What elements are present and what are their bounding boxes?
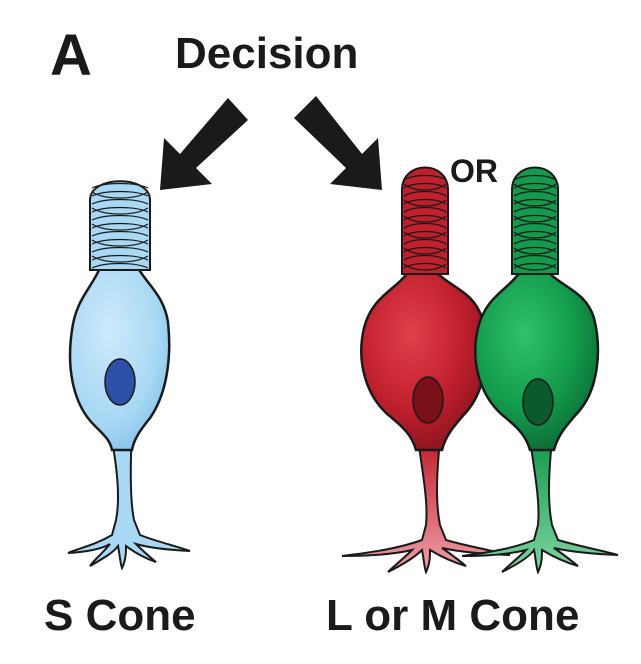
or-label: OR xyxy=(450,153,498,189)
left-arrow-icon xyxy=(160,98,248,190)
m-cone-disc-stack xyxy=(513,174,557,271)
s-cone-axon xyxy=(67,429,191,571)
m-cone-outer-segment xyxy=(511,166,559,275)
l-cone-disc-stack xyxy=(403,174,447,271)
l-cone-outer-segment xyxy=(401,166,449,275)
l-or-m-cone-label: L or M Cone xyxy=(326,591,579,640)
decision-title: Decision xyxy=(175,29,358,78)
s-cone-cell xyxy=(67,180,191,571)
l-cone-nucleus xyxy=(412,376,444,424)
l-cone-body xyxy=(360,270,488,452)
m-cone-axon xyxy=(461,439,619,575)
s-cone-disc-stack xyxy=(91,182,149,269)
s-cone-label: S Cone xyxy=(44,591,196,640)
right-arrow-icon xyxy=(294,96,382,190)
m-cone-nucleus xyxy=(522,378,554,426)
l-cone-cell xyxy=(341,166,511,575)
s-cone-nucleus xyxy=(104,358,136,406)
panel-label: A xyxy=(50,23,92,88)
m-cone-body xyxy=(474,270,600,452)
m-cone-cell xyxy=(461,166,619,575)
